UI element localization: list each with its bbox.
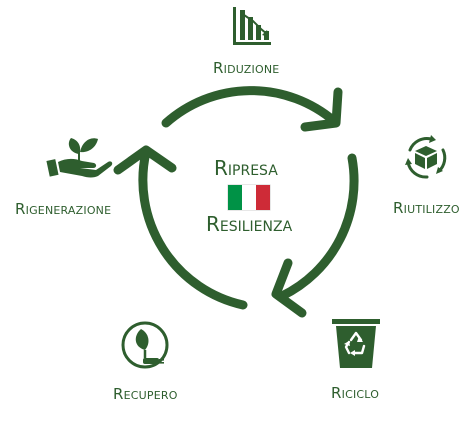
- step-label-riutilizzo: Riutilizzo: [393, 199, 460, 217]
- step-label-recupero: Recupero: [113, 385, 178, 403]
- hand-sprout-icon: [46, 138, 113, 178]
- leaf-plug-icon: [121, 321, 169, 369]
- arrowhead-riutilizzo: [300, 87, 343, 132]
- bar-chart-decrease-icon: [233, 7, 271, 45]
- flag-stripe-red: [256, 185, 270, 210]
- step-label-rigenerazione: Rigenerazione: [15, 200, 112, 218]
- step-label-riciclo: Riciclo: [331, 384, 380, 402]
- center-title-resilienza: Resilienza: [206, 212, 293, 236]
- arrowhead-riciclo: [271, 258, 307, 318]
- arrow-riutilizzo-to-riciclo: [277, 153, 359, 301]
- arrow-recupero-to-rigenerazione: [138, 147, 248, 310]
- box-recycle-arrows-icon: [405, 135, 447, 179]
- step-label-riduzione: Riduzione: [213, 59, 280, 77]
- arrowhead-rigenerazione: [113, 145, 177, 175]
- italian-flag: [228, 185, 270, 210]
- recycle-bin-icon: [332, 319, 380, 368]
- center-title-ripresa: Ripresa: [214, 156, 278, 180]
- arrow-riduzione-to-riutilizzo: [161, 86, 339, 128]
- flag-stripe-white: [242, 185, 256, 210]
- flag-stripe-green: [228, 185, 242, 210]
